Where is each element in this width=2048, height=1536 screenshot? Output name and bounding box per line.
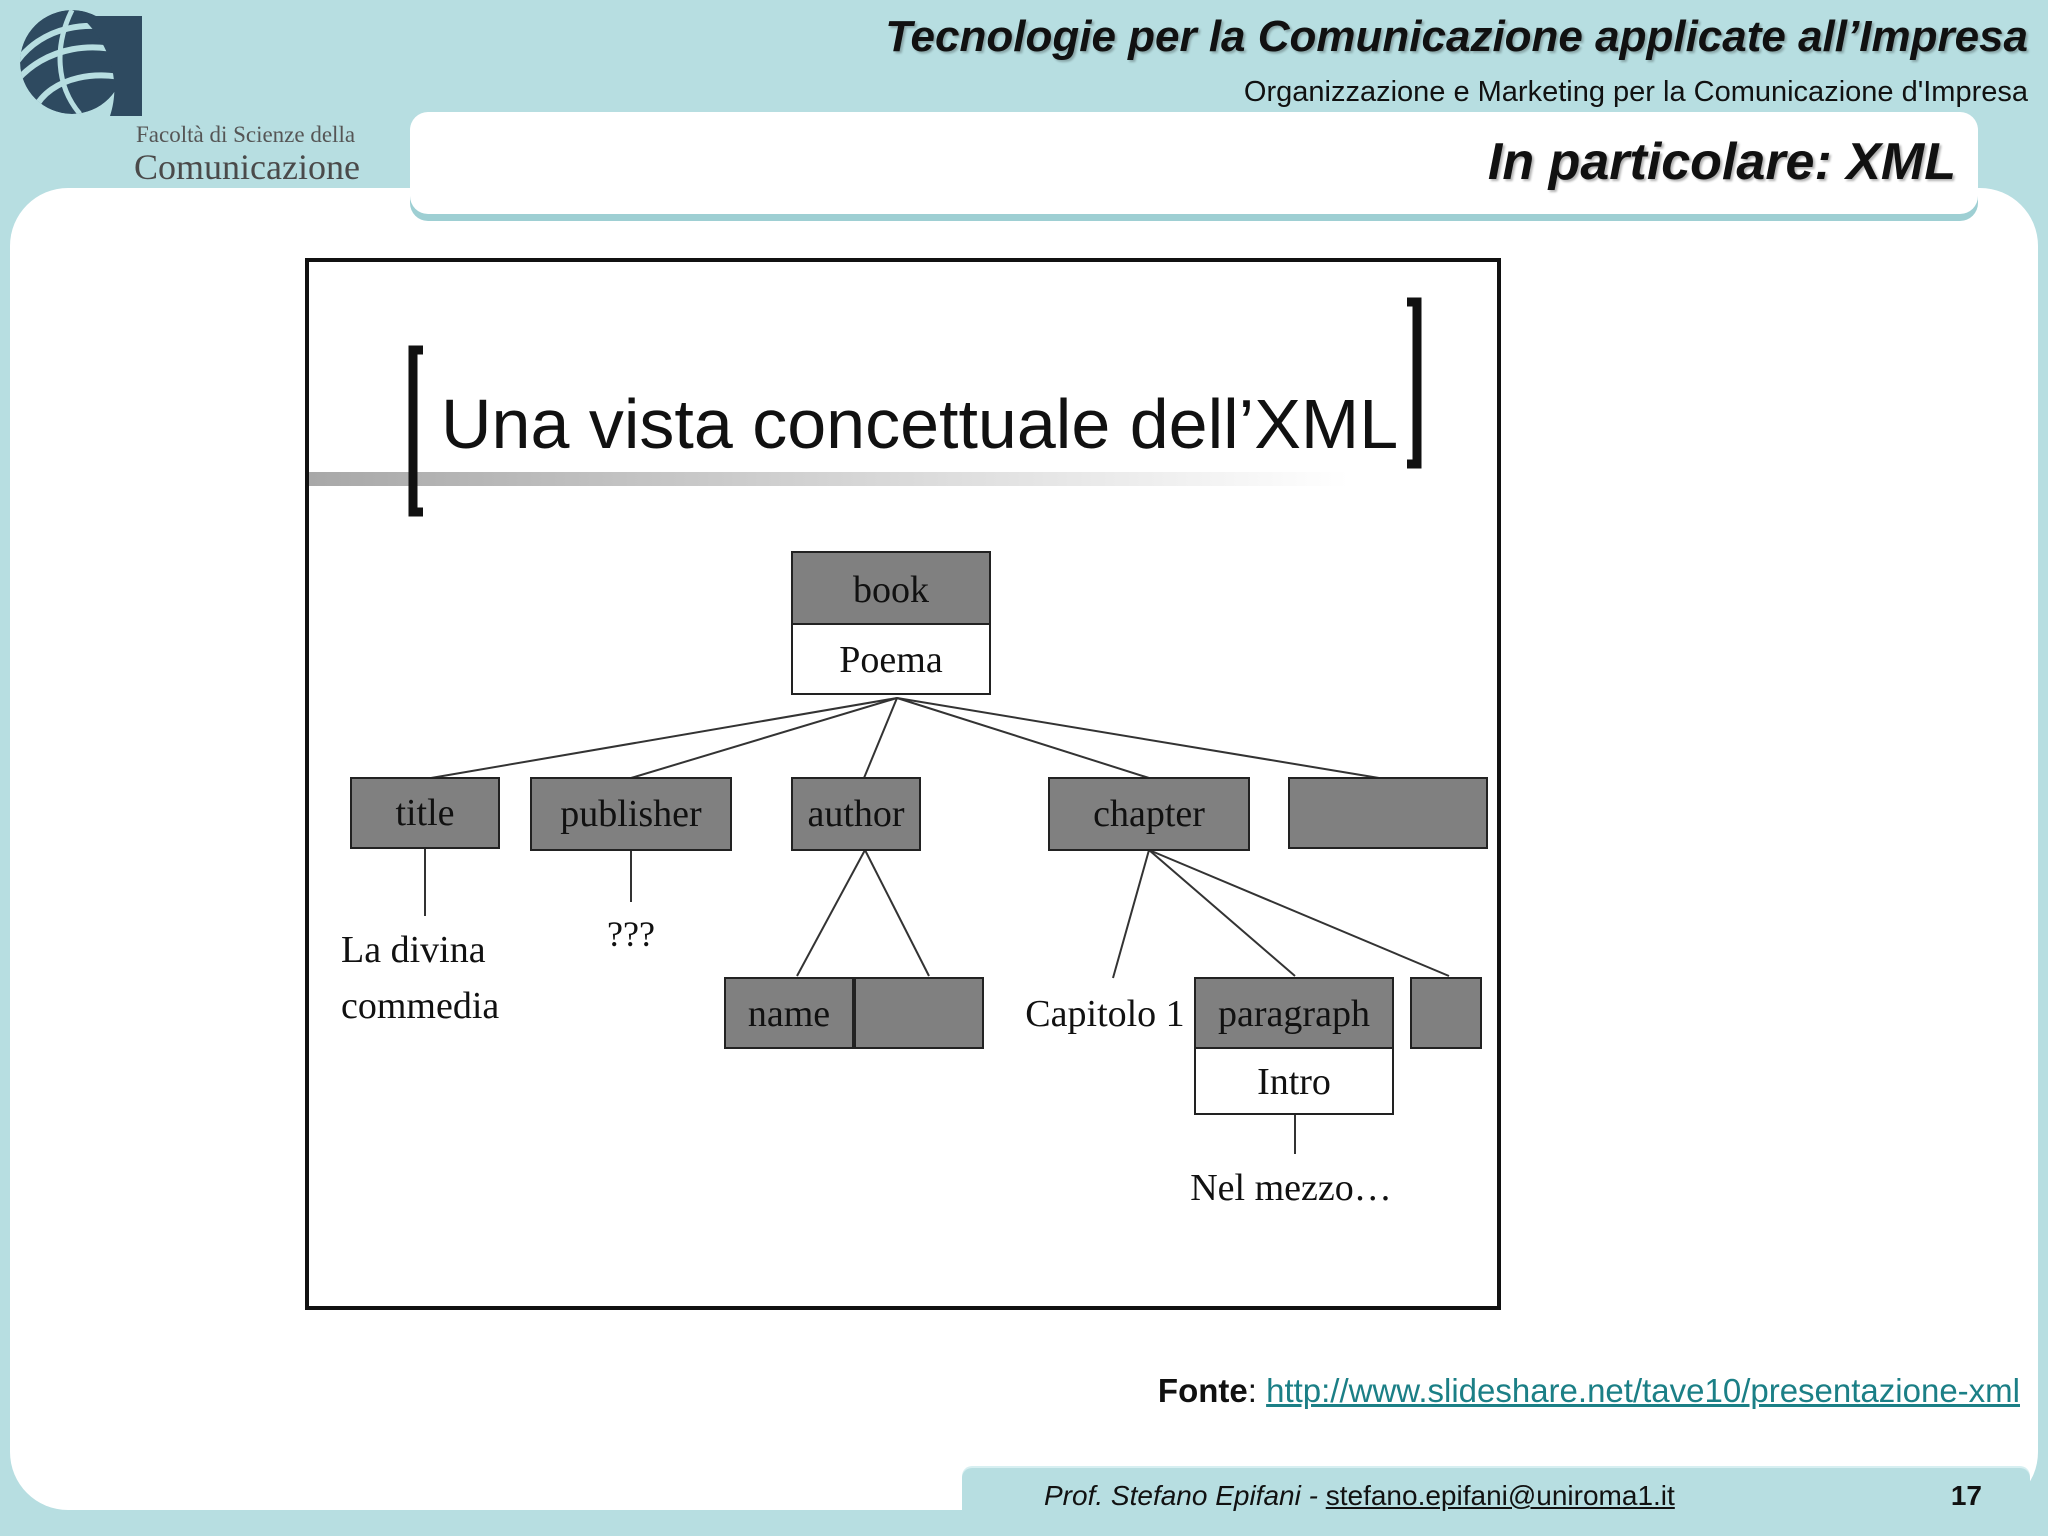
node-title — [350, 777, 500, 849]
node-title-label: title — [395, 792, 454, 834]
source-citation: Fonte: http://www.slideshare.net/tave10/… — [1158, 1372, 2020, 1410]
node-name — [724, 977, 854, 1049]
faculty-logo: Facoltà di Scienze della Comunicazione — [10, 6, 390, 187]
xml-tree-figure: Una vista concettuale dell’XML book Poem… — [305, 258, 1501, 1310]
source-separator: : — [1247, 1372, 1267, 1409]
node-chapter-label: chapter — [1093, 793, 1205, 835]
node-name-label: name — [748, 993, 830, 1035]
course-subtitle: Organizzazione e Marketing per la Comuni… — [1243, 76, 2028, 108]
source-label: Fonte — [1157, 1372, 1248, 1409]
source-link[interactable]: http://www.slideshare.net/tave10/present… — [1266, 1372, 2020, 1409]
node-paragraph-value-box — [1194, 1047, 1394, 1115]
title-value-line1: La divina — [341, 929, 486, 971]
node-book-value-box — [791, 623, 991, 695]
right-bracket-icon — [1407, 297, 1422, 469]
left-bracket-icon — [408, 345, 423, 517]
slide-title-box: In particolare: XML — [410, 112, 1978, 214]
logo-faculty-line: Facoltà di Scienze della — [136, 122, 356, 147]
footer-credits: Prof. Stefano Epifani - stefano.epifani@… — [1044, 1480, 1675, 1512]
node-author-label: author — [807, 793, 904, 835]
publisher-value: ??? — [607, 914, 655, 954]
slide-title: In particolare: XML — [1487, 133, 1956, 191]
node-empty-2 — [854, 977, 984, 1049]
heading-rule — [309, 472, 1349, 486]
node-book-value: Poema — [839, 639, 943, 681]
footer-separator: - — [1300, 1480, 1326, 1511]
figure-heading: Una vista concettuale dell’XML — [441, 385, 1398, 463]
course-title: Tecnologie per la Comunicazione applicat… — [885, 12, 2028, 61]
node-book-label: book — [853, 569, 929, 611]
tree-connectors — [424, 697, 1450, 1154]
node-empty-3 — [1410, 977, 1482, 1049]
node-chapter — [1048, 777, 1250, 851]
node-empty-1 — [1288, 777, 1488, 849]
faculty-emblem-icon — [20, 10, 142, 116]
node-paragraph-value: Intro — [1257, 1061, 1331, 1103]
node-publisher — [530, 777, 732, 851]
paragraph-text: Nel mezzo… — [1190, 1167, 1392, 1209]
node-paragraph-label: paragraph — [1218, 993, 1370, 1035]
chapter-value: Capitolo 1 — [1025, 993, 1184, 1035]
xml-tree-diagram: Una vista concettuale dell’XML book Poem… — [309, 297, 1488, 1209]
footer-author-name: Prof. Stefano Epifani — [1044, 1480, 1301, 1511]
footer-email-link[interactable]: stefano.epifani@uniroma1.it — [1325, 1480, 1675, 1511]
footer-bar: Prof. Stefano Epifani - stefano.epifani@… — [962, 1468, 2030, 1524]
node-publisher-label: publisher — [560, 793, 702, 835]
page-number: 17 — [1950, 1480, 1982, 1511]
title-value-line2: commedia — [341, 985, 499, 1027]
node-author — [791, 777, 921, 851]
logo-faculty-name: Comunicazione — [134, 147, 360, 187]
